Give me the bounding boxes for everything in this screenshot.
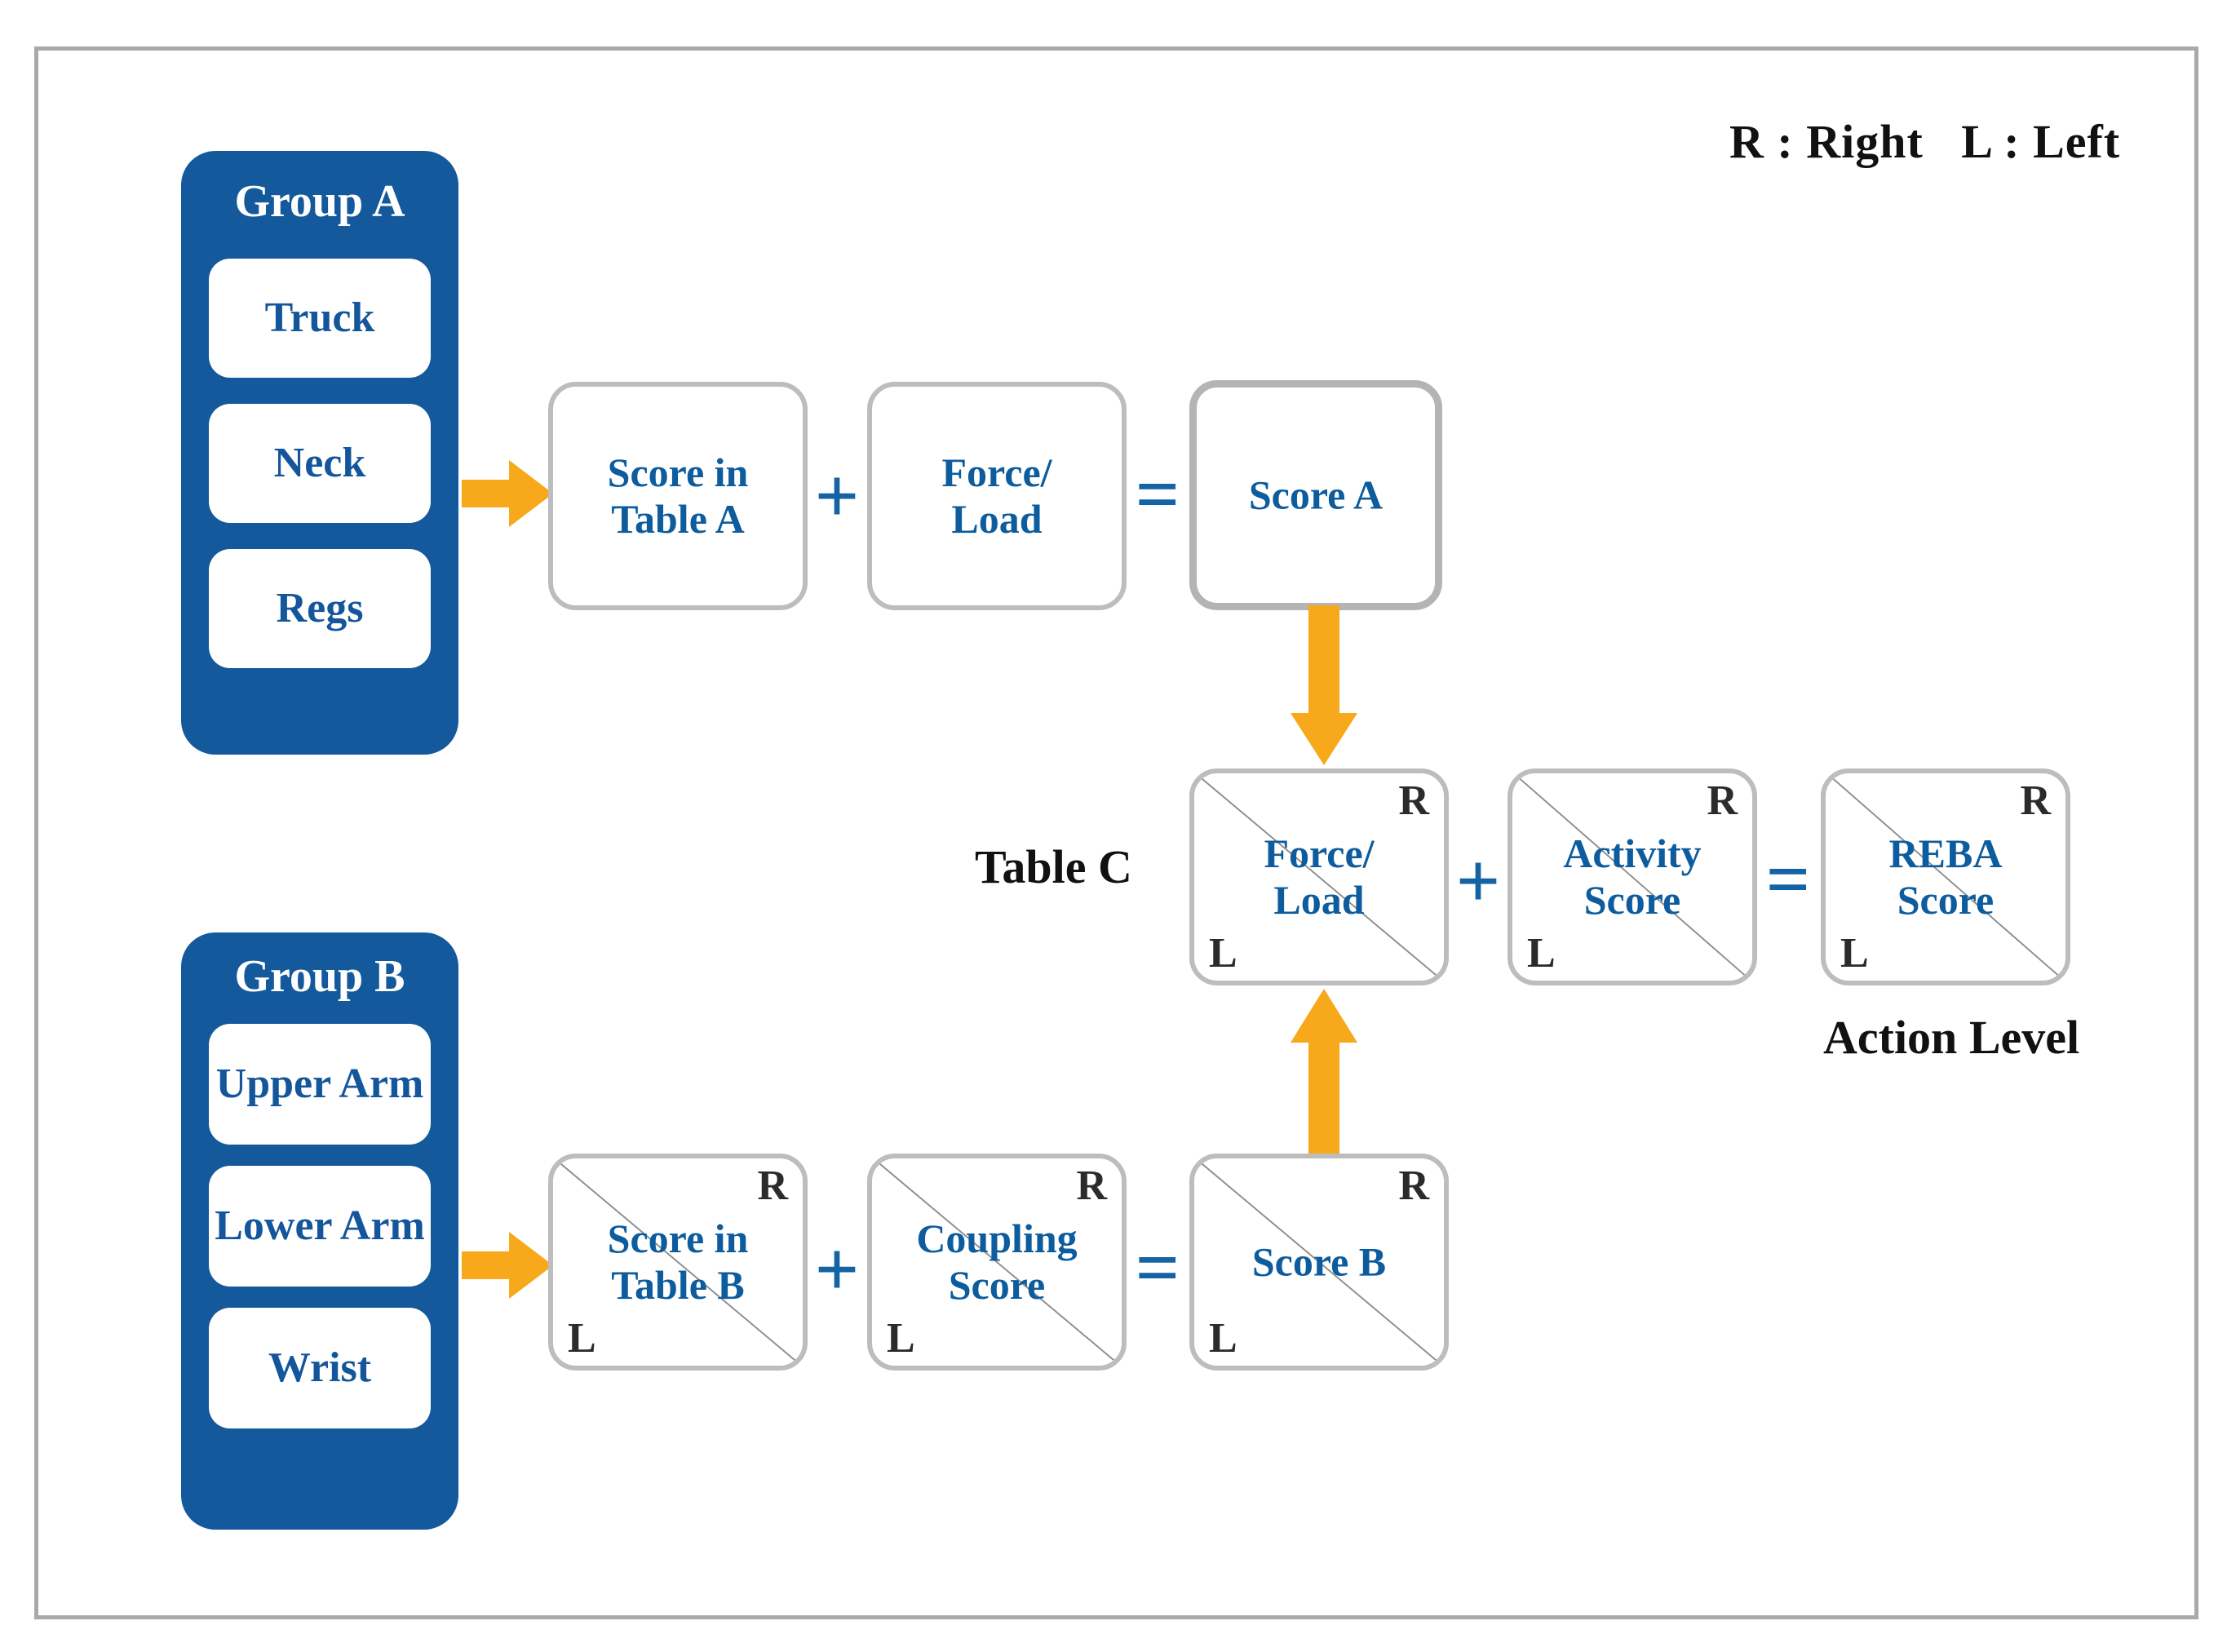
box-score-b[interactable]: R Score B L — [1189, 1154, 1449, 1371]
box-score-in-table-a[interactable]: Score in Table A — [548, 382, 808, 610]
box-activity-score-label: Activity Score — [1563, 830, 1702, 923]
box-coupling-score-left-mark: L — [887, 1315, 915, 1362]
group-a-item-neck[interactable]: Neck — [209, 404, 431, 523]
operator-equals-middle: = — [1765, 835, 1811, 923]
group-b-item-upper-arm[interactable]: Upper Arm — [209, 1024, 431, 1145]
box-reba-score-right-mark: R — [2020, 777, 2051, 824]
box-score-in-table-b-right-mark: R — [757, 1163, 788, 1209]
box-coupling-score[interactable]: R Coupling Score L — [867, 1154, 1127, 1371]
box-coupling-score-divider — [874, 1159, 1119, 1365]
box-score-in-table-b-label: Score in Table B — [607, 1216, 749, 1308]
box-reba-score-label: REBA Score — [1888, 830, 2003, 923]
box-score-in-table-b[interactable]: R Score in Table B L — [548, 1154, 808, 1371]
box-activity-score[interactable]: R Activity Score L — [1508, 768, 1757, 985]
group-a-item-truck[interactable]: Truck — [209, 259, 431, 378]
operator-equals-bottom: = — [1135, 1224, 1180, 1311]
box-score-in-table-a-label: Score in Table A — [607, 450, 749, 542]
box-activity-score-right-mark: R — [1707, 777, 1738, 824]
table-c-label: Table C — [975, 840, 1132, 893]
group-b-panel: Group B Upper Arm Lower Arm Wrist — [181, 932, 458, 1530]
box-score-b-divider — [1197, 1159, 1441, 1365]
box-score-in-table-b-left-mark: L — [568, 1315, 596, 1362]
box-score-a-label: Score A — [1248, 472, 1384, 518]
arrow-group-a-to-table-a — [462, 457, 556, 530]
box-score-b-label: Score B — [1251, 1238, 1387, 1285]
group-a-title: Group A — [234, 176, 405, 227]
box-activity-score-divider — [1515, 774, 1750, 980]
box-reba-score-divider — [1828, 774, 2063, 980]
box-coupling-score-right-mark: R — [1076, 1163, 1107, 1209]
group-b-item-wrist[interactable]: Wrist — [209, 1308, 431, 1428]
box-force-load-table-c[interactable]: R Force/ Load L — [1189, 768, 1449, 985]
group-a-item-regs[interactable]: Regs — [209, 549, 431, 668]
box-reba-score[interactable]: R REBA Score L — [1821, 768, 2070, 985]
box-score-in-table-b-divider — [556, 1159, 800, 1365]
group-b-item-lower-arm[interactable]: Lower Arm — [209, 1166, 431, 1287]
box-force-load-table-c-left-mark: L — [1209, 930, 1237, 977]
rl-legend: R : Right L : Left — [1729, 115, 2121, 168]
box-force-load-table-c-right-mark: R — [1398, 777, 1429, 824]
operator-equals-top: = — [1135, 450, 1180, 538]
box-force-load-table-c-label: Force/ Load — [1264, 830, 1375, 923]
operator-plus-bottom: + — [814, 1225, 860, 1313]
operator-plus-middle: + — [1455, 837, 1501, 924]
group-a-panel: Group A Truck Neck Regs — [181, 151, 458, 755]
group-b-title: Group B — [234, 951, 405, 1002]
box-force-load-table-c-divider — [1197, 774, 1441, 980]
box-score-b-left-mark: L — [1209, 1315, 1237, 1362]
action-level-label: Action Level — [1823, 1011, 2080, 1064]
box-score-b-right-mark: R — [1398, 1163, 1429, 1209]
operator-plus-top: + — [814, 452, 860, 539]
arrow-group-b-to-table-b — [462, 1229, 556, 1302]
box-score-a[interactable]: Score A — [1189, 380, 1442, 610]
box-reba-score-left-mark: L — [1840, 930, 1869, 977]
box-force-load-top-label: Force/ Load — [941, 450, 1052, 542]
arrow-score-b-to-table-c — [1287, 985, 1361, 1157]
box-activity-score-left-mark: L — [1527, 930, 1556, 977]
arrow-score-a-to-table-c — [1287, 605, 1361, 768]
box-coupling-score-label: Coupling Score — [916, 1216, 1078, 1308]
box-force-load-top[interactable]: Force/ Load — [867, 382, 1127, 610]
